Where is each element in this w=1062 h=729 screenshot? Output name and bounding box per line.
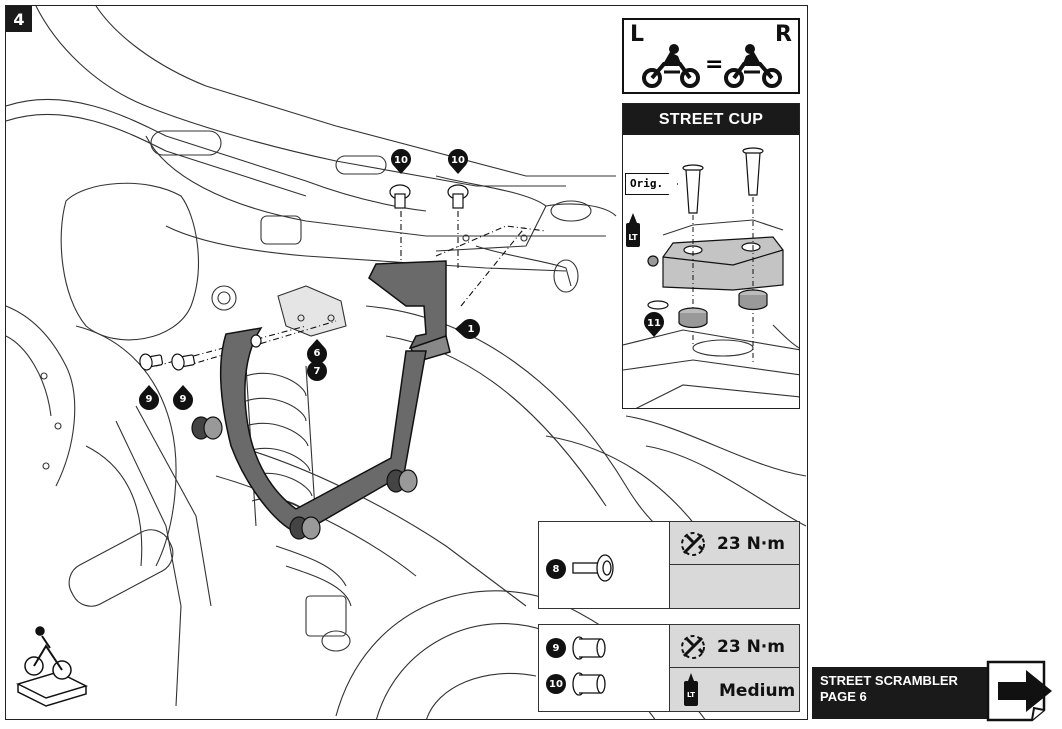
- left-right-symmetry-box: L R =: [622, 18, 800, 94]
- callout-circle-icon: [546, 674, 566, 694]
- motorcycle-left-icon: [642, 44, 700, 88]
- torque-wrench-icon: [681, 635, 705, 659]
- callout-circle-icon: [307, 361, 327, 381]
- callout-pin-icon: [448, 149, 468, 174]
- torque-value: 23 N·m: [717, 534, 785, 554]
- next-page-link[interactable]: [986, 660, 1056, 722]
- callout-10-a: 10: [390, 149, 412, 174]
- callout-circle-icon: [546, 559, 566, 579]
- threadlock-label: LT: [686, 691, 696, 699]
- callout-pin-icon: [644, 312, 664, 337]
- orig-label: Orig.: [625, 173, 679, 195]
- motorcycle-illustration: [6, 6, 807, 719]
- callout-circle-icon: [546, 638, 566, 658]
- torque-table-part-8: 8 23 N·m: [538, 521, 800, 609]
- threadlock-bottle-icon: [684, 673, 698, 706]
- callout-9-b: 9: [172, 384, 194, 410]
- callout-pin-icon: [391, 149, 411, 174]
- callout-pin-icon: [307, 339, 327, 364]
- callout-8: 8: [545, 558, 567, 580]
- street-cup-illustration: LT: [623, 147, 799, 408]
- callout-1: 1: [454, 318, 480, 340]
- callout-11: 11: [643, 312, 665, 337]
- instruction-panel: 4 L R = STREET CUP Orig.: [5, 5, 808, 720]
- callout-10-table: 10: [545, 673, 567, 695]
- right-label: R: [775, 22, 792, 47]
- equals-sign: =: [705, 52, 724, 77]
- bolt-icon: [572, 672, 606, 696]
- step-number-badge: 4: [6, 6, 32, 32]
- bolt-icon: [572, 636, 606, 660]
- page-reference: PAGE 6: [820, 689, 867, 704]
- callout-7: 7: [306, 360, 328, 382]
- reference-page-label: STREET SCRAMBLER PAGE 6: [812, 667, 987, 719]
- callout-pin-icon: [173, 385, 193, 410]
- threadlock-strength: Medium: [719, 681, 796, 701]
- motorcycle-right-icon: [724, 44, 782, 88]
- torque-wrench-icon: [681, 532, 705, 556]
- left-label: L: [630, 22, 645, 47]
- callout-10-b: 10: [447, 149, 469, 174]
- torque-value: 23 N·m: [717, 637, 785, 657]
- callout-pin-icon: [455, 319, 480, 339]
- callout-6: 6: [306, 338, 328, 364]
- torque-table-parts-9-10: 9 10 23 N·m LT Medium: [538, 624, 800, 712]
- callout-pin-icon: [139, 385, 159, 410]
- next-page-arrow-icon[interactable]: [986, 660, 1056, 722]
- callout-9-table: 9: [545, 637, 567, 659]
- street-cup-inset: STREET CUP Orig.: [622, 103, 800, 409]
- model-name: STREET SCRAMBLER: [820, 673, 958, 688]
- page-corner-icon: [1031, 706, 1045, 721]
- street-cup-title: STREET CUP: [623, 104, 799, 135]
- bolt-icon: [572, 554, 614, 582]
- lt-bottle-label: LT: [628, 233, 638, 242]
- callout-9-a: 9: [138, 384, 160, 410]
